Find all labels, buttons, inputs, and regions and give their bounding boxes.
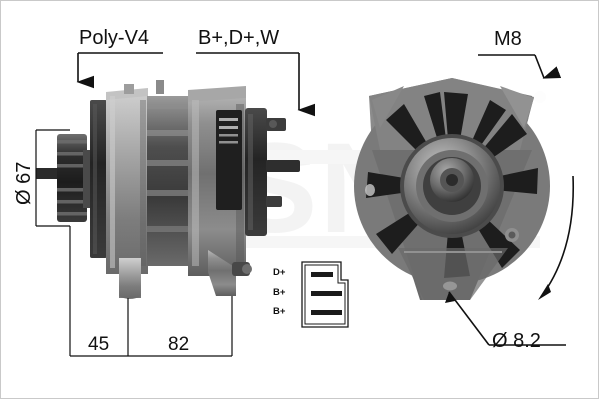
m8-leader (534, 54, 562, 79)
callout-terminals: B+,D+,W (198, 27, 280, 49)
dimension-lines (35, 129, 233, 357)
callout-hole-diameter: Ø 8.2 (492, 330, 541, 352)
callout-poly-v4: Poly-V4 (79, 27, 150, 49)
pin-label-b-plus-2: B+ (273, 306, 286, 317)
alternator-side-view (36, 80, 300, 299)
pin-label-d-plus: D+ (273, 267, 286, 278)
adjusting-arm (208, 250, 252, 296)
regulator-label-block (216, 110, 242, 210)
terminal-studs (266, 118, 300, 207)
pin-blade-b-plus-2 (311, 310, 342, 315)
stator-stack (147, 96, 189, 266)
rotation-arrowhead (538, 284, 551, 300)
pin-blade-d-plus (311, 272, 333, 277)
connector-pinout (301, 261, 349, 328)
callout-pulley-diameter: Ø 67 (13, 161, 35, 205)
mounting-hole-left (365, 184, 375, 196)
callout-leaders (76, 52, 575, 346)
dimension-value-82: 82 (168, 334, 190, 355)
poly-v-pulley (57, 134, 92, 222)
hole-dia-arrowhead (445, 292, 455, 303)
mounting-hole-top-right (534, 91, 546, 103)
hole-dia-leader (448, 291, 490, 346)
pin-label-b-plus-1: B+ (273, 287, 286, 298)
mounting-foot (119, 258, 141, 299)
dimension-value-45: 45 (88, 334, 110, 355)
alternator-end-view-fan (354, 78, 550, 300)
callout-m8-thread: M8 (494, 28, 522, 50)
pin-blade-b-plus-1 (311, 291, 342, 296)
